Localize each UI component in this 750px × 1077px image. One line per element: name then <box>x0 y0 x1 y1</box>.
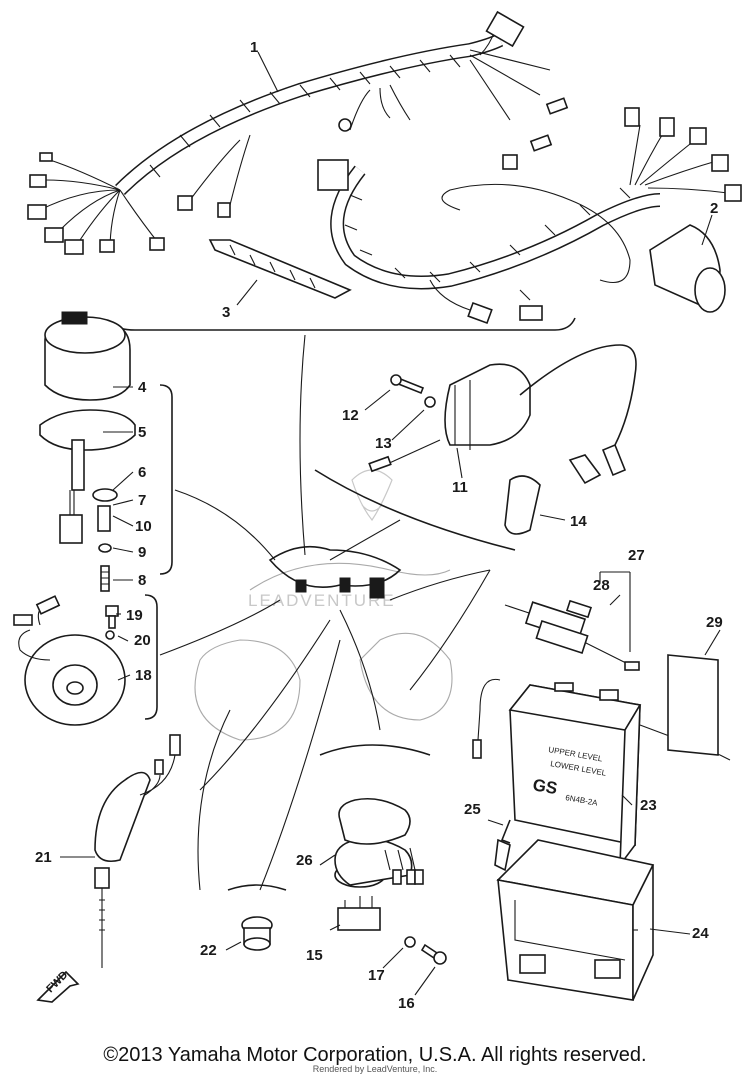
callout-18: 18 <box>135 667 152 684</box>
connector <box>217 202 231 218</box>
callout-16: 16 <box>398 995 415 1012</box>
callout-7: 7 <box>138 492 146 509</box>
connector <box>39 152 53 162</box>
connector <box>149 237 165 251</box>
bracket-11-14 <box>314 469 516 551</box>
callout-3: 3 <box>222 304 230 321</box>
connector <box>44 227 64 243</box>
part-2 <box>649 224 726 313</box>
part-22 <box>227 884 287 951</box>
bracket-18-20 <box>144 594 158 720</box>
callout-6: 6 <box>138 464 146 481</box>
connector <box>724 184 742 202</box>
fuse-holder <box>504 571 640 671</box>
callout-8: 8 <box>138 572 146 589</box>
callout-23: 23 <box>640 797 657 814</box>
callout-26: 26 <box>296 852 313 869</box>
callout-2: 2 <box>710 200 718 217</box>
callout-29: 29 <box>706 614 723 631</box>
main-switch <box>39 311 136 592</box>
callout-27: 27 <box>628 547 645 564</box>
connector <box>624 107 640 127</box>
connector <box>711 154 729 172</box>
frame-outline <box>194 545 453 741</box>
connector <box>529 134 553 152</box>
part-3-band <box>208 239 352 299</box>
callout-14: 14 <box>570 513 587 530</box>
bracket-4-8 <box>159 384 173 575</box>
copyright-notice: ©2013 Yamaha Motor Corporation, U.S.A. A… <box>103 1044 647 1066</box>
callout-9: 9 <box>138 544 146 561</box>
rendered-by-credit: Rendered by LeadVenture, Inc. <box>312 1064 438 1074</box>
connector <box>177 195 193 211</box>
frame-mount-mark <box>295 579 307 593</box>
callout-25: 25 <box>464 801 481 818</box>
connector <box>485 10 525 48</box>
callout-1: 1 <box>250 39 258 56</box>
connector <box>502 154 518 170</box>
callout-15: 15 <box>306 947 323 964</box>
callout-10: 10 <box>135 518 152 535</box>
sheet <box>667 654 719 756</box>
callout-20: 20 <box>134 632 151 649</box>
connector <box>64 239 84 255</box>
callout-numbers: 1 2 3 4 5 6 7 8 9 10 11 12 13 14 15 16 1… <box>35 39 723 1012</box>
callout-13: 13 <box>375 435 392 452</box>
battery: UPPER LEVEL LOWER LEVEL GS 6N4B-2A <box>472 678 731 872</box>
callout-5: 5 <box>138 424 146 441</box>
frame-mount-mark <box>339 577 351 593</box>
battery-brand: GS <box>531 775 558 798</box>
connector <box>27 204 47 220</box>
connector <box>99 239 115 253</box>
ignition-coil <box>368 344 637 535</box>
callout-22: 22 <box>200 942 217 959</box>
leader-lines <box>60 51 721 996</box>
wire-harness <box>27 10 742 331</box>
callout-21: 21 <box>35 849 52 866</box>
callout-4: 4 <box>138 379 147 396</box>
connector <box>338 118 352 132</box>
watermark: LEADVENTURE <box>248 469 396 610</box>
watermark-text: LEADVENTURE <box>248 591 396 610</box>
horn <box>13 595 126 726</box>
callout-17: 17 <box>368 967 385 984</box>
connector <box>467 301 493 325</box>
connector <box>29 174 47 188</box>
relay-assembly <box>319 744 447 965</box>
callout-24: 24 <box>692 925 709 942</box>
callout-11: 11 <box>452 479 468 496</box>
connector <box>519 305 543 321</box>
battery-box <box>496 839 655 1001</box>
connector <box>545 97 569 115</box>
callout-19: 19 <box>126 607 143 624</box>
connector-block <box>317 159 349 191</box>
part-21: FWD <box>36 734 181 1003</box>
callout-12: 12 <box>342 407 359 424</box>
callout-28: 28 <box>593 577 610 594</box>
connector <box>659 117 675 137</box>
frame-mount-mark <box>369 577 385 599</box>
connector <box>689 127 707 145</box>
